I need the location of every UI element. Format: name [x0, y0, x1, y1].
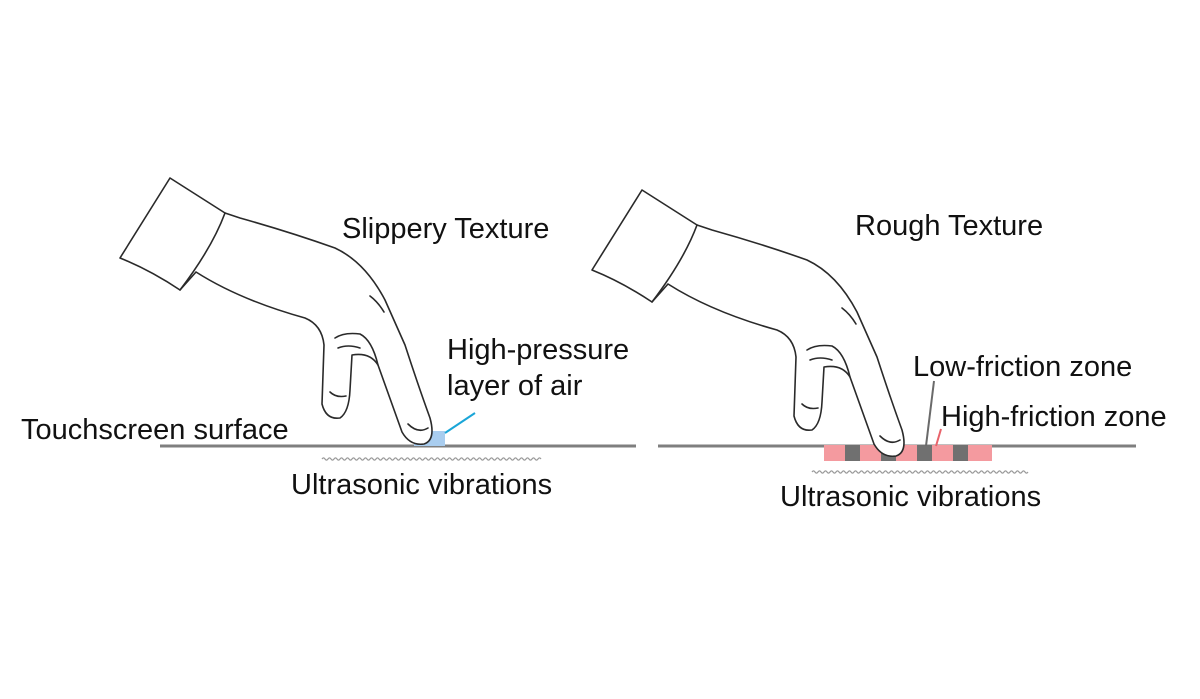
pointing-hand-icon [119, 177, 433, 446]
high-friction-zone [824, 445, 845, 461]
vibration-wave-icon [811, 470, 1029, 474]
rough-texture-title: Rough Texture [855, 210, 1043, 242]
high-friction-zone-label: High-friction zone [941, 401, 1167, 433]
touchscreen-surface-label: Touchscreen surface [21, 414, 289, 446]
air-layer-leader-line [444, 412, 476, 434]
slippery-texture-panel: Slippery Texture High-pressure layer of … [21, 177, 636, 501]
right-vibration-label: Ultrasonic vibrations [780, 481, 1041, 513]
high-friction-zone [932, 445, 953, 461]
air-layer-label-line1: High-pressure [447, 334, 629, 366]
friction-zone-strip [824, 445, 992, 461]
high-friction-zone [968, 445, 992, 461]
high-friction-leader-line [935, 428, 942, 447]
high-friction-zone [860, 445, 881, 461]
low-friction-zone [953, 445, 968, 461]
slippery-texture-title: Slippery Texture [342, 213, 549, 245]
low-friction-leader-line [925, 380, 935, 447]
air-layer-label-line2: layer of air [447, 370, 583, 402]
low-friction-zone-label: Low-friction zone [913, 351, 1132, 383]
pointing-hand-icon [591, 189, 905, 458]
low-friction-zone [845, 445, 860, 461]
left-vibration-label: Ultrasonic vibrations [291, 469, 552, 501]
low-friction-zone [917, 445, 932, 461]
vibration-wave-icon [321, 457, 542, 461]
rough-texture-panel: Rough Texture Low-friction zone High-fri… [591, 189, 1167, 513]
